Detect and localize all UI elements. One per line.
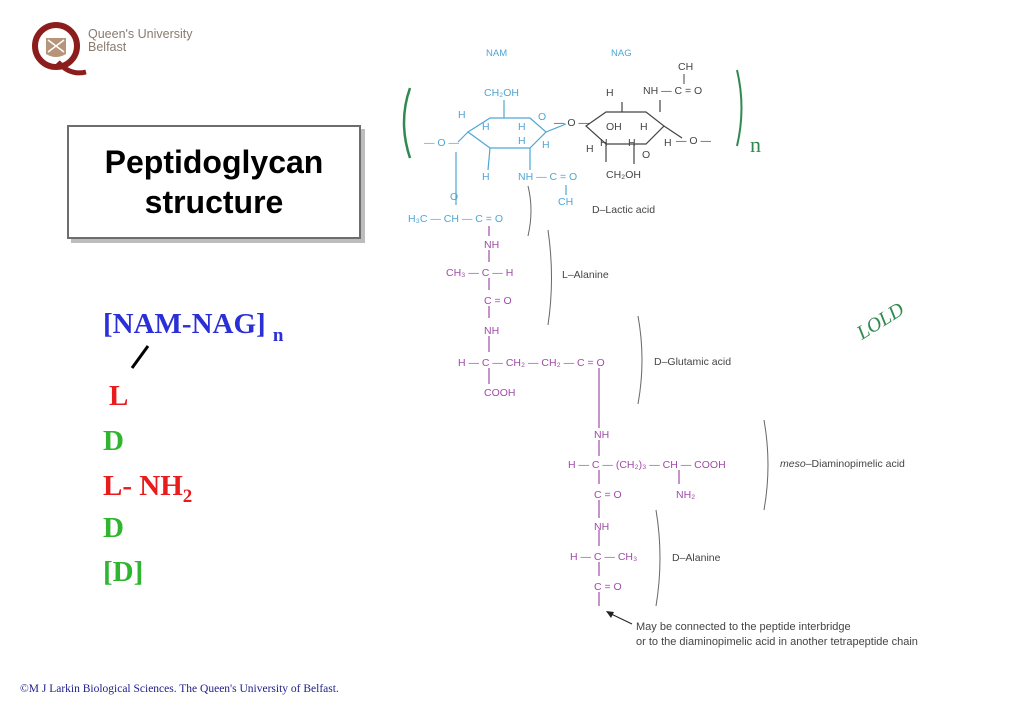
nag-h5: H [664, 137, 672, 149]
nag-ring [585, 100, 683, 164]
l-ala-chain: CH₃ — C — H [446, 267, 513, 279]
d-alanine-brace [655, 509, 661, 607]
glu-chain: H — C — CH₂ — CH₂ — C = O [458, 357, 605, 369]
nag-h1: H [606, 87, 614, 99]
glutamic-acid-label: D–Glutamic acid [654, 356, 731, 368]
nam-h1: H [458, 109, 466, 121]
nam-ring-o: O [538, 111, 546, 123]
logo-line-2: Belfast [88, 40, 127, 54]
left-bracket [402, 87, 412, 159]
seq-d3: [D] [103, 556, 144, 588]
dap-brace [763, 419, 769, 511]
link-stroke-icon [130, 345, 150, 369]
nag-h2: H [640, 121, 648, 133]
dap-nh2: NH₂ [676, 489, 695, 501]
nam-nh-co: NH — C = O [518, 171, 577, 183]
glycosidic-o-link: — O — [554, 117, 590, 129]
nam-ring [455, 100, 567, 205]
title-box: Peptidoglycan structure [67, 125, 361, 239]
l-ala-co: C = O [484, 295, 512, 307]
nag-nh-co: NH — C = O [643, 85, 702, 97]
university-logo: Queen's University Belfast [30, 18, 200, 80]
ch2oh-top: CH₂OH [484, 87, 519, 99]
nam-h4: H [518, 135, 526, 147]
nag-oh: OH [606, 121, 622, 133]
lactic-brace [527, 185, 532, 237]
logo-text: Queen's University Belfast [88, 28, 193, 54]
nag-label: NAG [611, 48, 632, 59]
nh2-subscript: 2 [182, 486, 193, 507]
l-nh2-text: L- NH [103, 470, 183, 502]
nam-h3: H [518, 121, 526, 133]
lactic-acid-label: D–Lactic acid [592, 204, 655, 216]
nag-ch3: CH [678, 61, 693, 73]
footer-copyright: ©M J Larkin Biological Sciences. The Que… [20, 683, 339, 695]
nag-ch2oh: CH₂OH [606, 169, 641, 181]
glycosidic-o-right: — O — [676, 135, 712, 147]
nag-h3: H [600, 137, 608, 149]
glu-cooh: COOH [484, 387, 516, 399]
peptide-bonds [488, 226, 680, 606]
nam-h6: H [482, 171, 490, 183]
seq-l-nh2: L- NH2 [103, 470, 192, 513]
dap-chain: H — C — (CH₂)₃ — CH — COOH [568, 459, 726, 471]
right-bracket [736, 69, 743, 147]
title-line-2: structure [144, 184, 284, 220]
page-title: Peptidoglycan structure [105, 142, 324, 222]
repeat-n: n [272, 325, 284, 346]
note-line-2: or to the diaminopimelic acid in another… [636, 636, 918, 648]
d-ala-nh: NH [594, 521, 609, 533]
glu-nh: NH [484, 325, 499, 337]
glutamic-brace [637, 315, 643, 405]
d-ala-co: C = O [594, 581, 622, 593]
l-alanine-label: L–Alanine [562, 269, 609, 281]
nam-h5: H [542, 139, 550, 151]
nam-o-lactyl: O [450, 191, 458, 203]
note-line-1: May be connected to the peptide interbri… [636, 621, 851, 633]
seq-nam-nag: [NAM-NAG] n [103, 308, 284, 352]
arrow-head-icon [606, 611, 614, 618]
nag-h4: H [628, 137, 636, 149]
lactyl-group: H₃C — CH — C = O [408, 213, 503, 225]
repeat-n-mark: n [750, 132, 761, 157]
crest-icon [32, 22, 87, 76]
l-alanine-brace [547, 229, 552, 326]
logo-line-1: Queen's University [88, 27, 193, 41]
glycosidic-o-left: — O — [424, 137, 460, 149]
nam-h2: H [482, 121, 490, 133]
dap-co: C = O [594, 489, 622, 501]
dap-label: meso–Diaminopimelic acid [780, 458, 905, 470]
nam-label: NAM [486, 48, 507, 59]
seq-d2: D [103, 512, 124, 544]
dap-label-rest: –Diaminopimelic acid [806, 458, 905, 470]
title-line-1: Peptidoglycan [104, 144, 324, 180]
handwritten-lold: LOLD [852, 298, 908, 345]
nag-h6: H [586, 143, 594, 155]
nam-ch3: CH [558, 196, 573, 208]
nag-ring-o: O [642, 149, 650, 161]
ala-nh: NH [484, 239, 499, 251]
dap-meso: meso [780, 458, 806, 470]
nam-nag-text: [NAM-NAG] [103, 308, 266, 340]
seq-l: L [109, 380, 129, 412]
d-alanine-label: D–Alanine [672, 552, 721, 564]
seq-d1: D [103, 425, 124, 457]
dap-nh: NH [594, 429, 609, 441]
d-ala-chain: H — C — CH₃ [570, 551, 637, 563]
